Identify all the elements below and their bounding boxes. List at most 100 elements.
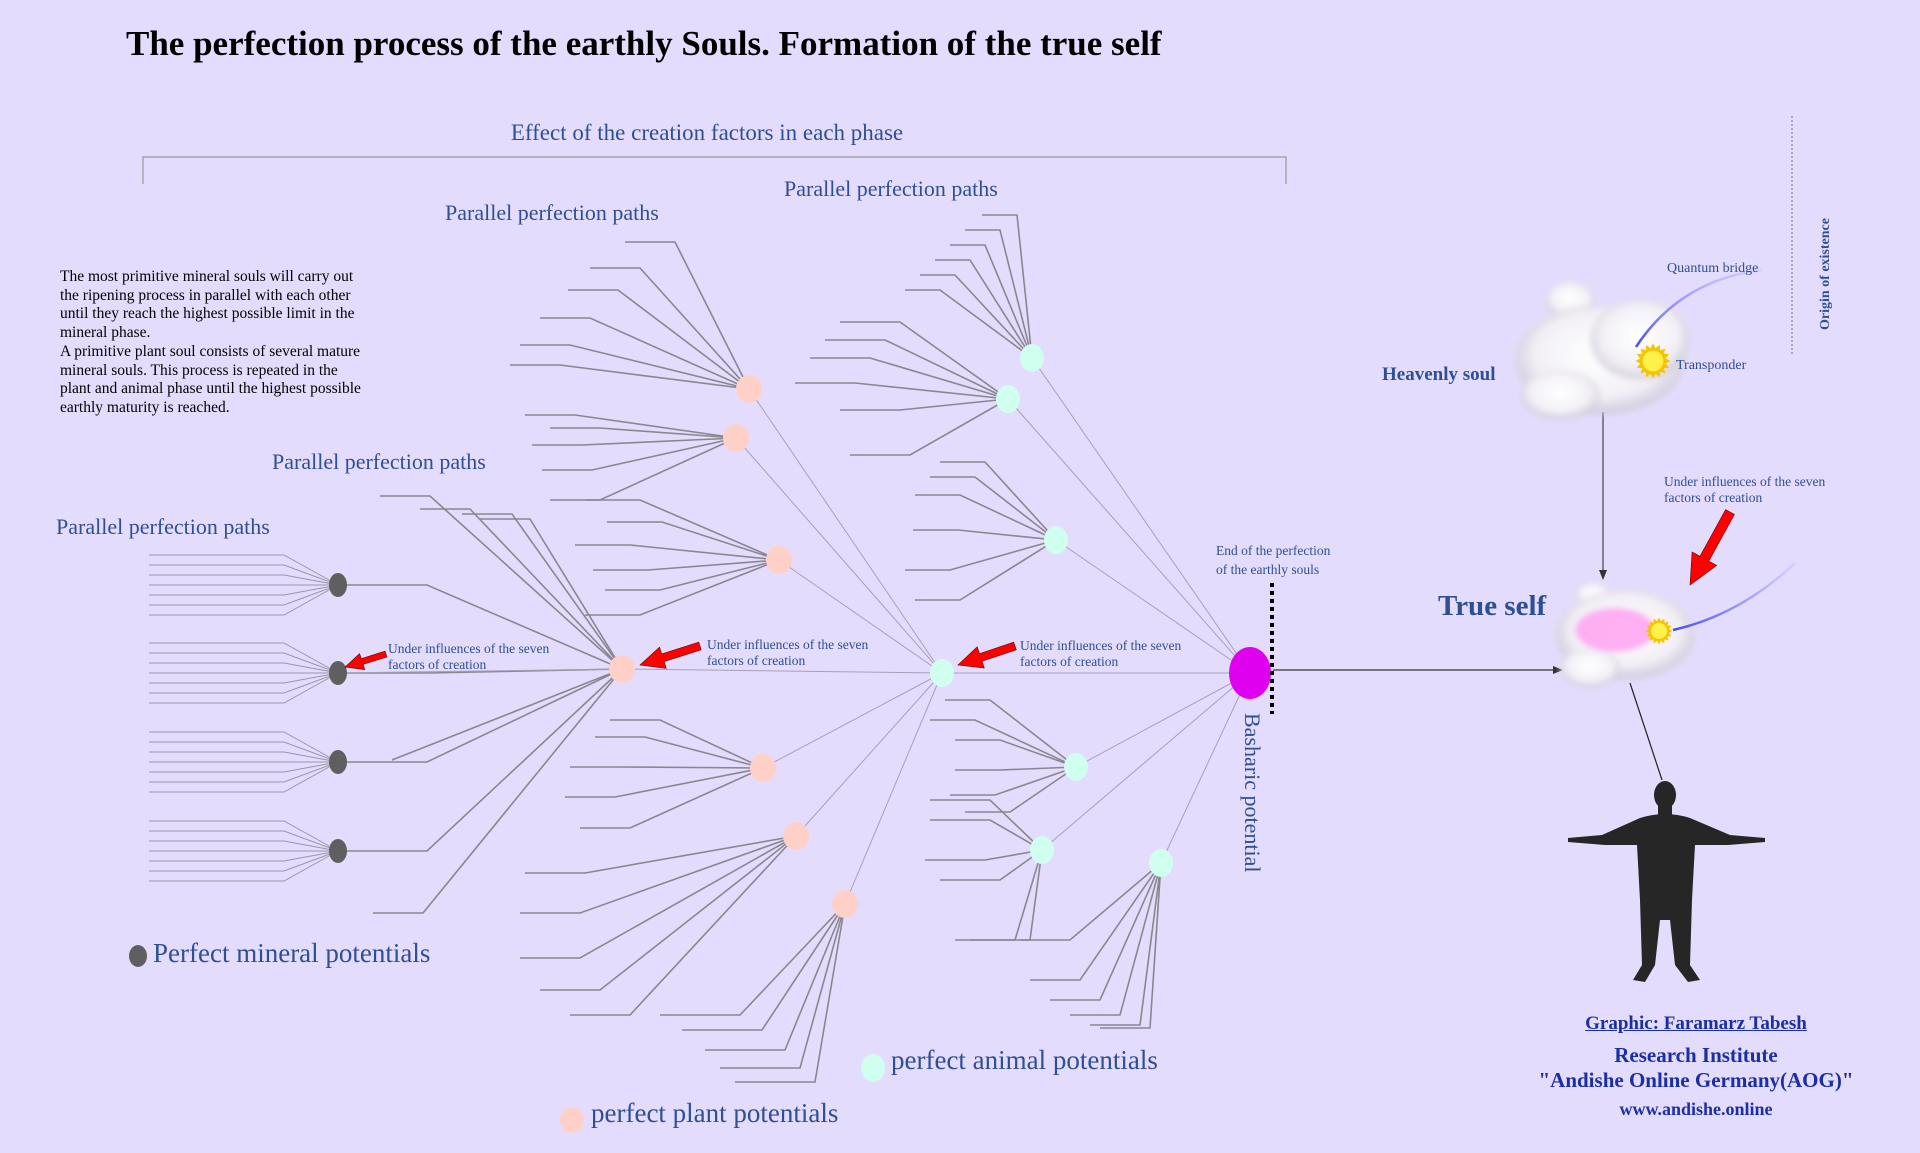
sun-core bbox=[1642, 350, 1664, 372]
path-line bbox=[338, 668, 623, 852]
institute-name: Research Institute bbox=[1614, 1043, 1778, 1067]
heavenly-soul-label: Heavenly soul bbox=[1382, 364, 1496, 385]
path-line bbox=[970, 849, 1043, 941]
path-line bbox=[149, 672, 339, 684]
description-line: earthly maturity is reached. bbox=[60, 398, 230, 416]
phase-bracket bbox=[142, 156, 1287, 184]
path-line bbox=[510, 364, 750, 390]
red-arrow-icon bbox=[1689, 509, 1735, 586]
plant-potential-node bbox=[609, 655, 635, 683]
path-line bbox=[149, 731, 339, 763]
red-arrow-icon bbox=[344, 650, 388, 670]
path-line bbox=[1020, 862, 1162, 941]
connection-line bbox=[844, 672, 943, 905]
parallel-paths-label: Parallel perfection paths bbox=[784, 176, 998, 201]
red-arrow-icon bbox=[639, 641, 702, 669]
path-line bbox=[905, 289, 1033, 359]
path-line bbox=[930, 719, 1077, 768]
path-line bbox=[149, 850, 339, 872]
path-line bbox=[940, 461, 1057, 541]
path-line bbox=[565, 767, 764, 798]
plant-potential-node bbox=[723, 424, 749, 452]
path-line bbox=[149, 761, 339, 773]
animal-potential-node bbox=[996, 385, 1020, 413]
path-line bbox=[825, 339, 1009, 400]
path-line bbox=[905, 539, 1057, 571]
path-line bbox=[532, 437, 737, 446]
effect-label: Effect of the creation factors in each p… bbox=[510, 120, 904, 145]
connection-line bbox=[1007, 398, 1251, 674]
path-line bbox=[149, 672, 339, 704]
connection-line bbox=[337, 668, 623, 674]
path-line bbox=[625, 241, 750, 390]
animal-potential-node bbox=[1020, 344, 1044, 372]
path-line bbox=[955, 739, 1077, 768]
path-line bbox=[540, 835, 797, 991]
description-line: A primitive plant soul consists of sever… bbox=[60, 342, 361, 360]
path-line bbox=[480, 518, 623, 670]
path-line bbox=[705, 903, 846, 1051]
path-line bbox=[593, 559, 780, 571]
connection-line bbox=[1055, 539, 1251, 674]
path-line bbox=[149, 584, 339, 616]
path-line bbox=[925, 849, 1043, 861]
influence-arrows bbox=[344, 509, 1735, 670]
path-line bbox=[795, 382, 1009, 400]
path-line bbox=[682, 903, 846, 1031]
path-line bbox=[950, 766, 1077, 796]
path-line bbox=[462, 513, 623, 670]
path-line bbox=[607, 521, 780, 561]
website-link[interactable]: www.andishe.online bbox=[1619, 1099, 1773, 1119]
path-line bbox=[810, 357, 1009, 400]
quantum-bridge-label: Quantum bridge bbox=[1667, 261, 1759, 276]
parallel-paths-label: Parallel perfection paths bbox=[272, 449, 486, 474]
animal-potential-node bbox=[1030, 836, 1054, 864]
legend-mineral: Perfect mineral potentials bbox=[153, 938, 431, 968]
graphic-credit-link[interactable]: Graphic: Faramarz Tabesh bbox=[1585, 1013, 1807, 1034]
legend-animal: perfect animal potentials bbox=[891, 1045, 1158, 1075]
path-line bbox=[915, 494, 1057, 541]
mineral-potential-node bbox=[329, 661, 347, 685]
path-line bbox=[840, 398, 1009, 411]
path-line bbox=[520, 835, 797, 959]
path-line bbox=[720, 903, 846, 1069]
description-line: mineral souls. This process is repeated … bbox=[60, 361, 338, 379]
parallel-paths-label: Parallel perfection paths bbox=[56, 514, 270, 539]
path-line bbox=[982, 214, 1033, 359]
sun-core bbox=[1651, 623, 1667, 639]
animal-potential-node bbox=[1064, 753, 1088, 781]
description-text: The most primitive mineral souls will ca… bbox=[60, 268, 400, 418]
path-line bbox=[520, 835, 797, 914]
description-line: The most primitive mineral souls will ca… bbox=[60, 268, 354, 285]
path-line bbox=[940, 849, 1043, 881]
path-line bbox=[520, 344, 750, 390]
path-line bbox=[373, 668, 623, 914]
mineral-potential-node bbox=[329, 750, 347, 774]
connection-line bbox=[748, 388, 943, 674]
path-line bbox=[585, 499, 780, 561]
animal-potential-node bbox=[1149, 849, 1173, 877]
connection-line bbox=[735, 437, 943, 674]
path-line bbox=[149, 564, 339, 586]
path-line bbox=[965, 766, 1077, 813]
quantum-bridge-curve bbox=[1634, 268, 1763, 348]
path-line bbox=[542, 437, 737, 471]
potential-nodes bbox=[329, 344, 1271, 918]
transponder-label: Transponder bbox=[1676, 358, 1747, 373]
connection-line bbox=[762, 672, 943, 769]
connection-line bbox=[1160, 672, 1251, 864]
path-line bbox=[580, 767, 764, 829]
path-line bbox=[1100, 862, 1162, 1029]
path-line bbox=[149, 642, 339, 674]
path-line bbox=[930, 476, 1057, 541]
path-line bbox=[930, 819, 1043, 851]
path-line bbox=[149, 751, 339, 763]
path-line bbox=[955, 849, 1043, 941]
path-line bbox=[391, 668, 623, 761]
plant-potential-node bbox=[766, 546, 792, 574]
plant-potential-node bbox=[783, 822, 809, 850]
true-self-sun-icon bbox=[1645, 617, 1673, 645]
